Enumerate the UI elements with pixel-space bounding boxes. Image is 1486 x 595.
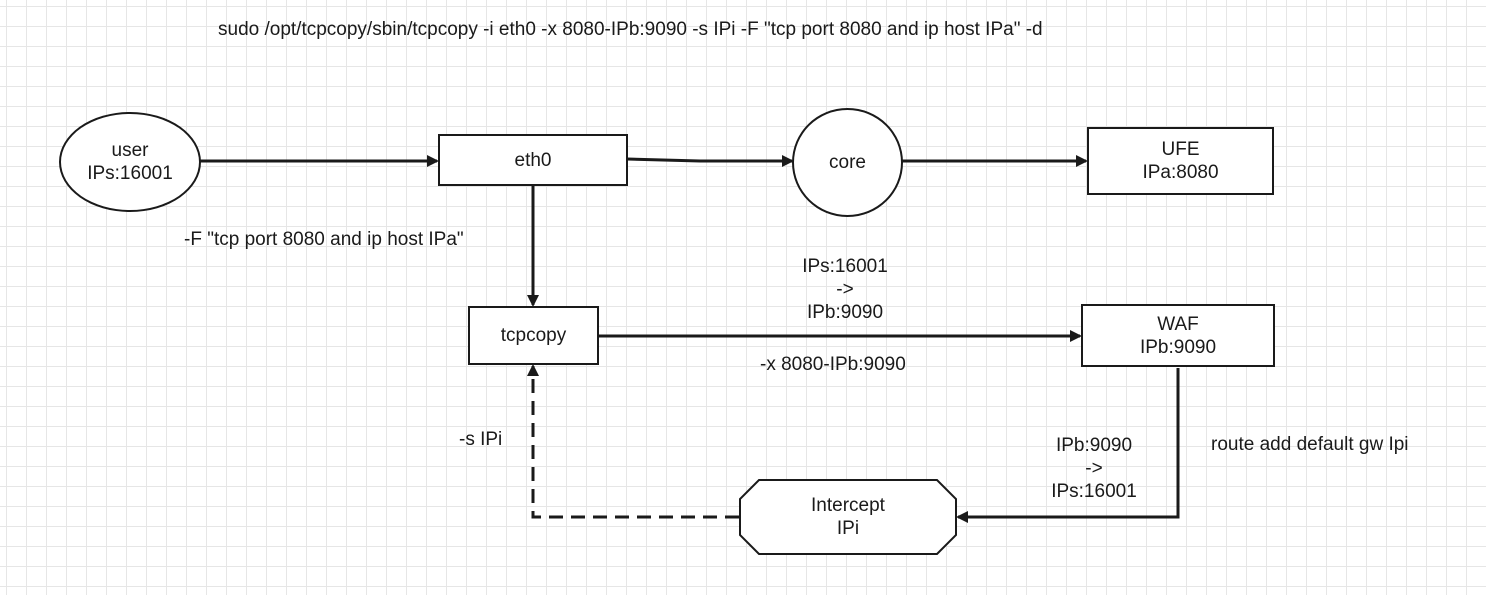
node-core: core	[792, 108, 903, 217]
label-forward-source: IPs:16001	[802, 256, 888, 277]
node-intercept-shape	[739, 479, 957, 555]
node-waf-address: IPb:9090	[1139, 336, 1217, 358]
label-reply-source: IPb:9090	[1055, 435, 1133, 456]
label-reply: IPb:9090 -> IPs:16001	[1034, 434, 1154, 503]
node-core-name: core	[829, 152, 866, 173]
command-title: sudo /opt/tcpcopy/sbin/tcpcopy -i eth0 -…	[218, 19, 1043, 40]
node-tcpcopy-name: tcpcopy	[500, 325, 567, 346]
node-intercept-address: IPi	[836, 518, 860, 539]
node-ufe: UFE IPa:8080	[1087, 127, 1274, 195]
label-forward-arrow: ->	[836, 279, 854, 300]
edge-tcpcopy-intercept-dashed	[527, 364, 749, 523]
edge-waf-intercept	[956, 368, 1180, 523]
node-tcpcopy: tcpcopy	[468, 306, 599, 365]
edge-eth0-core	[626, 155, 794, 167]
node-intercept: Intercept IPi	[739, 479, 957, 555]
label-reply-arrow: ->	[1085, 458, 1103, 479]
node-eth0-name: eth0	[514, 149, 552, 171]
label-route: route add default gw Ipi	[1211, 434, 1409, 455]
label-reply-destination: IPs:16001	[1051, 481, 1137, 502]
node-ufe-name: UFE	[1161, 139, 1200, 160]
label-s-option: -s IPi	[459, 429, 503, 450]
node-ufe-address: IPa:8080	[1142, 162, 1219, 183]
node-waf-name: WAF	[1157, 313, 1199, 335]
node-waf: WAF IPb:9090	[1081, 304, 1275, 367]
label-filter: -F "tcp port 8080 and ip host IPa"	[184, 229, 464, 250]
node-eth0: eth0	[438, 134, 628, 186]
node-user-address: IPs:16001	[87, 163, 173, 184]
label-forward-destination: IPb:9090	[806, 302, 884, 323]
label-forward: IPs:16001 -> IPb:9090	[785, 255, 905, 324]
node-user-name: user	[111, 140, 149, 161]
node-user: user IPs:16001	[59, 112, 201, 212]
node-intercept-name: Intercept	[811, 495, 885, 516]
label-x-option: -x 8080-IPb:9090	[760, 354, 906, 375]
node-intercept-text: Intercept IPi	[739, 479, 957, 555]
